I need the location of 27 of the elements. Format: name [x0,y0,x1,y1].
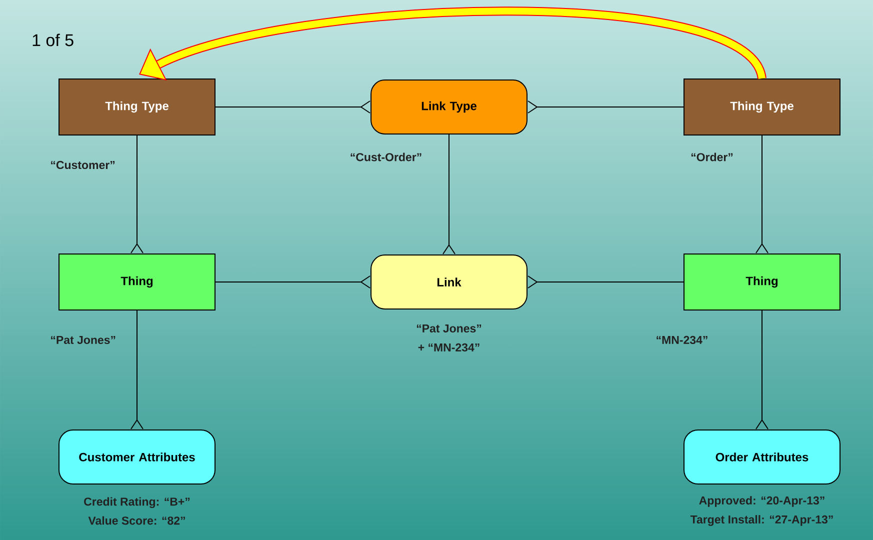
rounded-box: Customer Attributes [58,429,216,484]
box: Thing [684,253,840,310]
node-caption: “Customer” [51,160,115,170]
curved-arrow [139,6,766,81]
node-caption: “Order” [691,152,733,162]
box: Thing Type [684,78,840,136]
node-caption: “Pat Jones” + “MN-234” [416,324,482,352]
rounded-box: Order Attributes [684,429,840,484]
connector [756,310,768,430]
node-caption: “Pat Jones” [51,336,116,344]
connector [215,276,370,288]
page-number: 1 of 5 [32,34,74,46]
connector [130,310,144,430]
rounded-box: Link Type [370,80,528,134]
connector [528,276,684,288]
box: Thing [58,253,216,310]
node-caption: Credit Rating: “B+” Value Score: “82” [84,497,190,525]
connector [528,100,684,114]
node-caption: Approved: “20-Apr-13” Target Install: “27-Apr-13” [690,496,833,526]
connector [130,134,144,254]
connector [215,100,370,114]
box: Thing Type [58,78,216,136]
connector [442,134,456,254]
rounded-box: Link [370,254,528,310]
node-caption: “MN-234” [656,336,708,344]
node-caption: “Cust-Order” [350,152,422,162]
connector [756,134,768,254]
